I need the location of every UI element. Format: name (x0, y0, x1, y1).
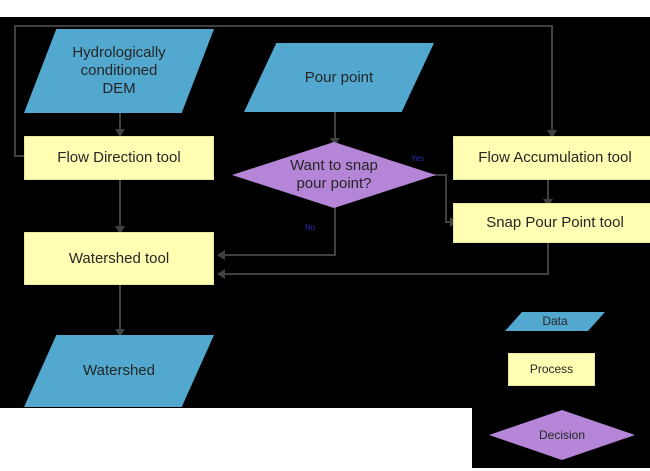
legend-label-process: Process (529, 362, 574, 377)
connector-pour-point-to-decision (334, 112, 336, 142)
node-label: Watershed tool (68, 249, 170, 267)
connector-left-into-flow-direction (14, 155, 28, 157)
connector-watershed-tool-to-watershed (119, 285, 121, 331)
arrowhead-into-watershed (115, 329, 125, 337)
node-label: Watershed (83, 362, 155, 380)
node-label: Snap Pour Point tool (486, 214, 624, 232)
node-hydrologically-conditioned-dem[interactable]: Hydrologically conditioned DEM (24, 29, 214, 113)
node-watershed[interactable]: Watershed (24, 335, 214, 407)
connector-no-vertical (334, 207, 336, 256)
arrowhead-into-decision (330, 138, 340, 146)
connector-top-rail (14, 25, 553, 27)
node-flow-accumulation-tool[interactable]: Flow Accumulation tool (453, 136, 650, 180)
node-label: Flow Direction tool (57, 149, 181, 167)
connector-yes-vertical (445, 174, 447, 222)
node-snap-pour-point-tool[interactable]: Snap Pour Point tool (453, 203, 650, 243)
connector-snap-horizontal (222, 273, 549, 275)
node-label: Flow Accumulation tool (478, 149, 632, 167)
connector-no-horizontal (222, 254, 336, 256)
legend-item-data: Data (505, 312, 605, 331)
connector-flow-accumulation-to-snap (547, 180, 549, 201)
legend-label-decision: Decision (538, 427, 586, 442)
node-watershed-tool[interactable]: Watershed tool (24, 232, 214, 285)
connector-to-flow-accumulation (551, 25, 553, 131)
node-pour-point[interactable]: Pour point (244, 43, 434, 112)
legend-label-data: Data (542, 314, 568, 329)
node-label: Want to snap pour point? (290, 157, 378, 192)
arrowhead-into-flow-accumulation (547, 130, 557, 138)
connector-left-spine (14, 25, 16, 157)
connector-snap-to-watershed-tool (547, 243, 549, 275)
node-label: Pour point (304, 68, 374, 86)
node-label: Hydrologically conditioned DEM (72, 44, 166, 97)
edge-label-no: No (305, 223, 316, 232)
arrowhead-no-into-watershed-tool (217, 250, 225, 260)
arrowhead-into-flow-direction (115, 129, 125, 137)
legend-item-process: Process (508, 353, 595, 386)
connector-flow-direction-to-watershed-tool (119, 180, 121, 228)
arrowhead-snap-into-watershed-tool (217, 269, 225, 279)
node-flow-direction-tool[interactable]: Flow Direction tool (24, 136, 214, 180)
arrowhead-into-watershed-tool (115, 226, 125, 234)
edge-label-yes: Yes (411, 154, 425, 163)
connector-dem-to-flow-direction (119, 113, 121, 132)
